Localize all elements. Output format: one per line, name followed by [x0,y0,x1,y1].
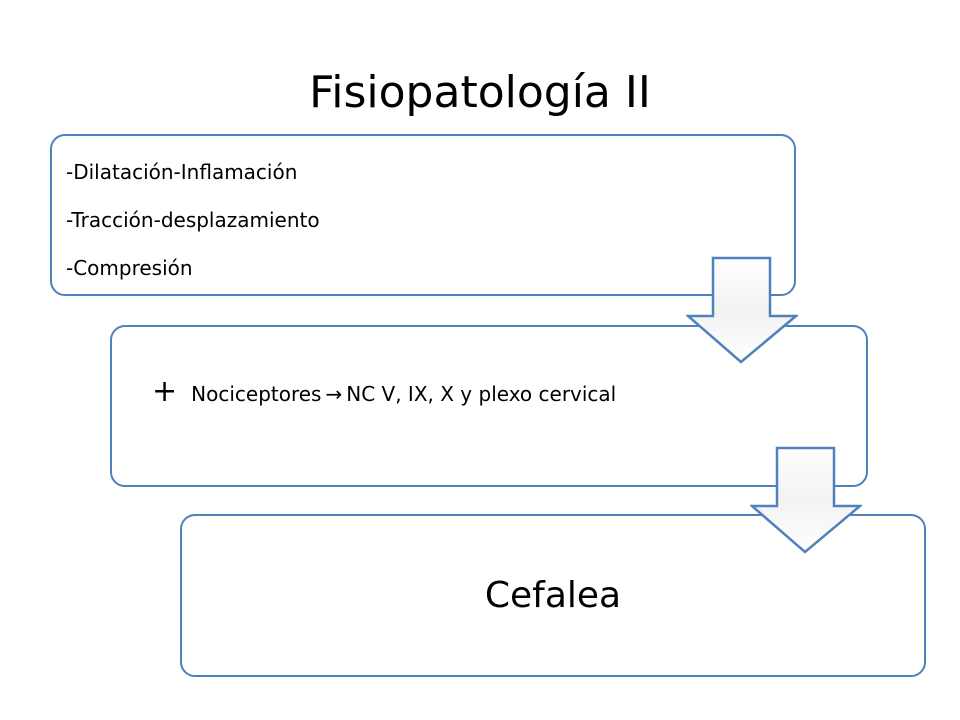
plus-sign: + [152,374,178,409]
cause-list: -Dilatación-Inflamación -Tracción-despla… [66,148,320,292]
nociceptores-label: Nociceptores [191,382,322,406]
cefalea-label: Cefalea [484,575,622,616]
cranial-nerves-label: NC V, IX, X y plexo cervical [346,382,617,406]
right-arrow-icon: → [325,382,343,406]
down-arrow-icon [750,446,862,554]
cause-item-dilatacion: -Dilatación-Inflamación [66,160,298,184]
slide-title: Fisiopatología II [309,67,651,118]
process-step-3: Cefalea [180,514,926,677]
cause-item-compresion: -Compresión [66,256,193,280]
down-arrow-icon [686,256,798,364]
cause-item-traccion: -Tracción-desplazamiento [66,208,320,232]
nociceptor-text: + Nociceptores→NC V, IX, X y plexo cervic… [124,375,684,411]
process-step-1: -Dilatación-Inflamación -Tracción-despla… [50,134,796,296]
